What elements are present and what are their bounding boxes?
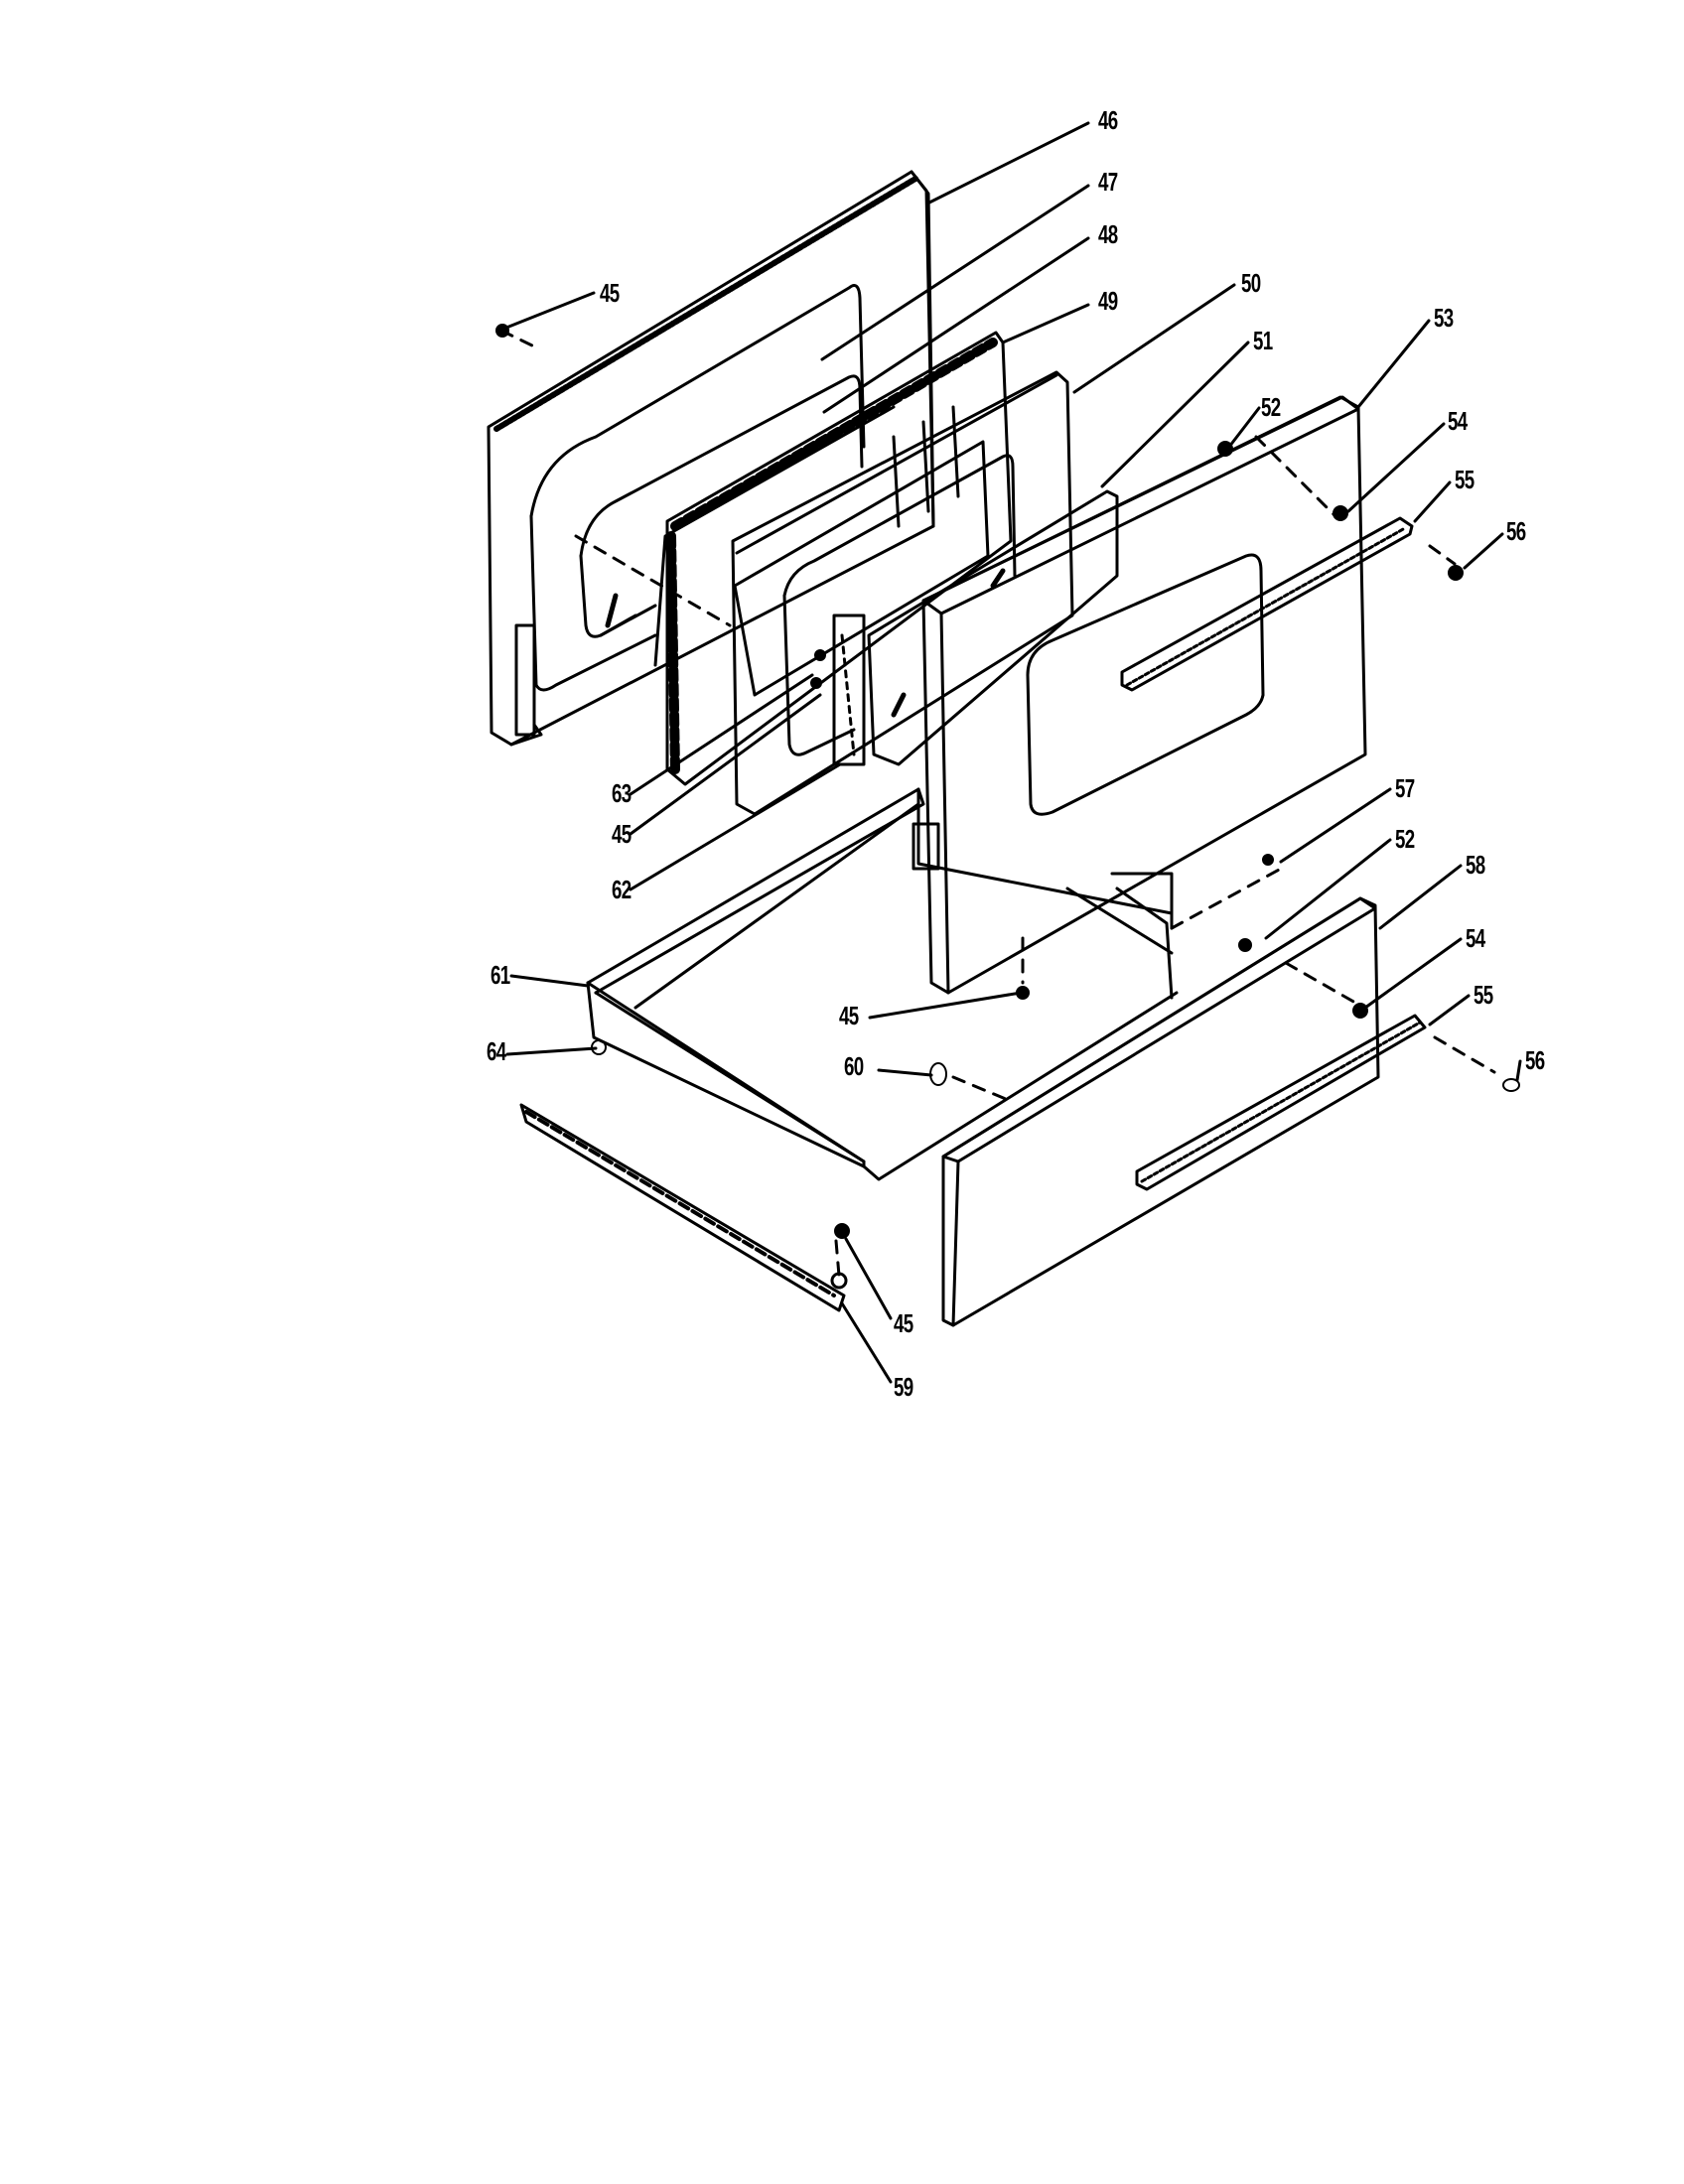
callout-45-mid: 45 xyxy=(612,819,632,849)
callout-50: 50 xyxy=(1241,268,1261,298)
callout-55-upper: 55 xyxy=(1455,465,1474,494)
callout-57: 57 xyxy=(1395,773,1415,803)
callout-59: 59 xyxy=(894,1372,913,1402)
part-61-drawer-body xyxy=(586,787,1179,1181)
callout-54-lower: 54 xyxy=(1466,923,1485,953)
callout-61: 61 xyxy=(491,960,510,990)
callout-48: 48 xyxy=(1098,219,1118,249)
callout-45-top: 45 xyxy=(600,278,620,308)
part-48-inner-glass xyxy=(599,405,896,667)
leader-lines xyxy=(504,121,1522,1384)
callout-53: 53 xyxy=(1434,303,1454,333)
fastener-lines-lower xyxy=(834,867,1496,1278)
callout-56-upper: 56 xyxy=(1506,516,1526,546)
callout-64: 64 xyxy=(487,1036,506,1066)
part-62-hinge-bracket xyxy=(832,614,866,766)
part-55-door-handle xyxy=(1120,516,1414,692)
callout-62: 62 xyxy=(612,875,632,904)
callout-55-lower: 55 xyxy=(1474,980,1493,1010)
callout-45-drawer: 45 xyxy=(839,1001,859,1030)
part-46-inner-door-panel xyxy=(487,170,935,747)
part-55-drawer-handle xyxy=(1135,1014,1427,1191)
callout-51: 51 xyxy=(1253,326,1273,355)
callout-60: 60 xyxy=(844,1051,864,1081)
callout-46: 46 xyxy=(1098,105,1118,135)
callout-49: 49 xyxy=(1098,286,1118,316)
part-53-outer-door-panel xyxy=(921,395,1367,995)
screws-lower xyxy=(591,854,1520,1239)
callout-45-bottom: 45 xyxy=(894,1308,913,1338)
callout-47: 47 xyxy=(1098,167,1118,197)
callout-56-lower: 56 xyxy=(1525,1045,1545,1075)
part-58-drawer-front xyxy=(941,896,1380,1327)
part-51-outer-glass xyxy=(867,489,1119,766)
part-50-glass-panel xyxy=(731,370,1074,816)
callout-52-upper: 52 xyxy=(1261,392,1281,422)
callout-54-upper: 54 xyxy=(1448,406,1468,436)
part-49-insulation-frame xyxy=(665,331,1013,786)
callout-58: 58 xyxy=(1466,850,1485,880)
callout-63: 63 xyxy=(612,778,632,808)
callout-52-lower: 52 xyxy=(1395,824,1415,854)
